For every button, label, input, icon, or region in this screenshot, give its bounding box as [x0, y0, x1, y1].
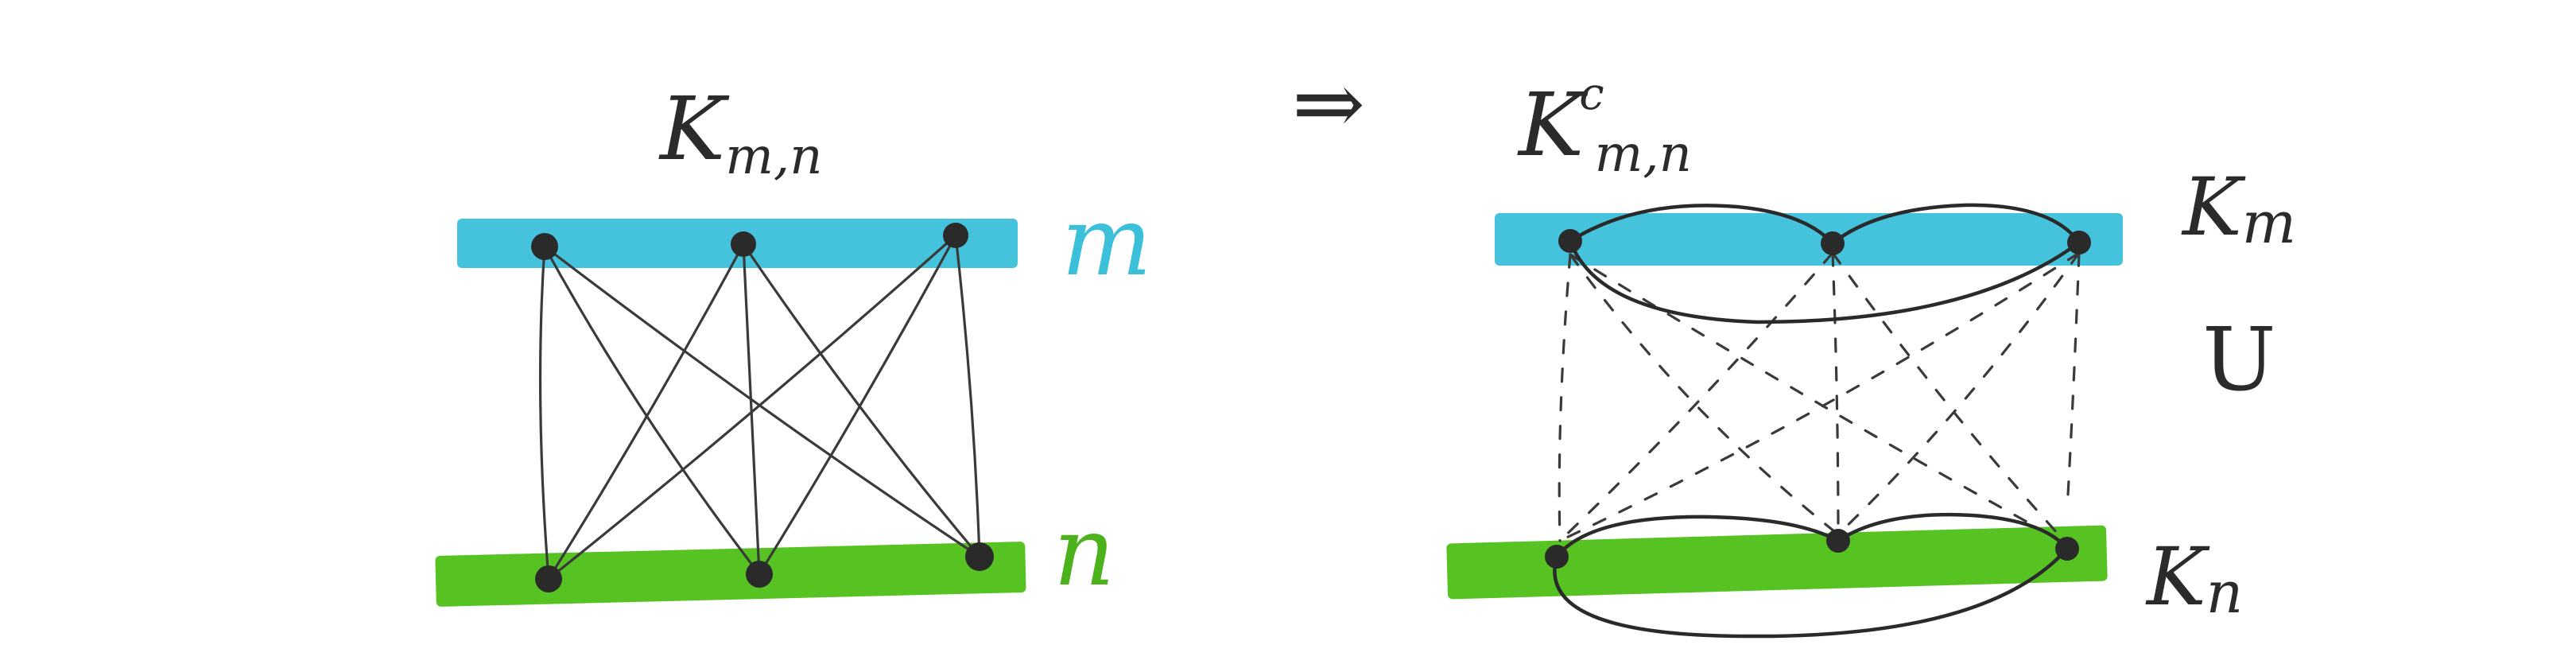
right-bottom-label-subscript: n [2206, 559, 2243, 626]
edge-t1-b2 [543, 245, 761, 576]
right-top-label-subscript: m [2242, 189, 2296, 256]
right-vertex-top-2 [1821, 231, 1845, 255]
edge-t3-b3 [954, 234, 981, 558]
right-vertex-top-1 [1558, 229, 1582, 253]
left-title-main: K [658, 78, 730, 180]
edge-t2-b1 [547, 243, 745, 581]
left-vertex-bottom-2 [746, 561, 773, 588]
right-bottom-band [1446, 525, 2108, 600]
right-vertex-bottom-1 [1545, 545, 1569, 569]
right-vertex-top-3 [2067, 231, 2091, 254]
left-title: Km,n [658, 78, 822, 186]
left-vertex-top-2 [731, 231, 756, 257]
left-vertex-top-3 [943, 223, 968, 248]
right-title-superscript: c [1579, 68, 1604, 120]
right-bottom-clique [1553, 512, 2069, 639]
dash-t2-b2 [1831, 251, 1840, 536]
edge-t3-b2 [758, 234, 957, 576]
right-dashed-edges [1558, 251, 2081, 546]
bottom-arc-2-3 [1837, 512, 2069, 550]
left-vertex-bottom-3 [965, 542, 994, 571]
right-top-label-K: K [2181, 161, 2246, 254]
dash-t2-b3 [1831, 251, 2069, 546]
top-arc-2-3 [1831, 203, 2081, 245]
left-bottom-label: n [1053, 497, 1115, 608]
bottom-arc-1-2 [1555, 515, 1840, 558]
left-vertex-bottom-1 [535, 565, 562, 592]
dash-t3-b1 [1558, 251, 2081, 542]
right-vertex-bottom-3 [2055, 537, 2079, 561]
right-title-main: K [1517, 74, 1589, 176]
edge-t2-b3 [742, 243, 981, 558]
edge-t1-b1 [538, 245, 550, 581]
dash-t2-b1 [1558, 251, 1834, 542]
dash-t3-b2 [1837, 251, 2081, 536]
left-bottom-band [435, 542, 1026, 607]
edge-t1-b3 [543, 245, 981, 558]
top-arc-1-2 [1569, 204, 1834, 245]
right-bottom-label-K: K [2145, 530, 2210, 623]
right-vertex-bottom-2 [1826, 529, 1850, 553]
left-top-label: m [1061, 187, 1152, 297]
left-edges [538, 234, 981, 581]
implies-arrow: ⇒ [1292, 52, 1365, 154]
right-top-clique [1568, 203, 2081, 324]
left-vertex-top-1 [531, 233, 558, 260]
right-title-subscript: m,n [1595, 125, 1692, 184]
dash-t3-b3 [2066, 251, 2081, 511]
bottom-arc-1-3 [1553, 547, 2069, 639]
dash-t1-b1 [1558, 253, 1572, 542]
right-top-band [1495, 213, 2123, 266]
right-bottom-label: Kn [2145, 530, 2243, 626]
right-top-label: Km [2181, 161, 2296, 256]
left-title-subscript: m,n [725, 127, 822, 186]
union-label: U [2202, 309, 2276, 410]
top-arc-1-3 [1568, 240, 2081, 324]
edge-t3-b1 [547, 234, 957, 581]
